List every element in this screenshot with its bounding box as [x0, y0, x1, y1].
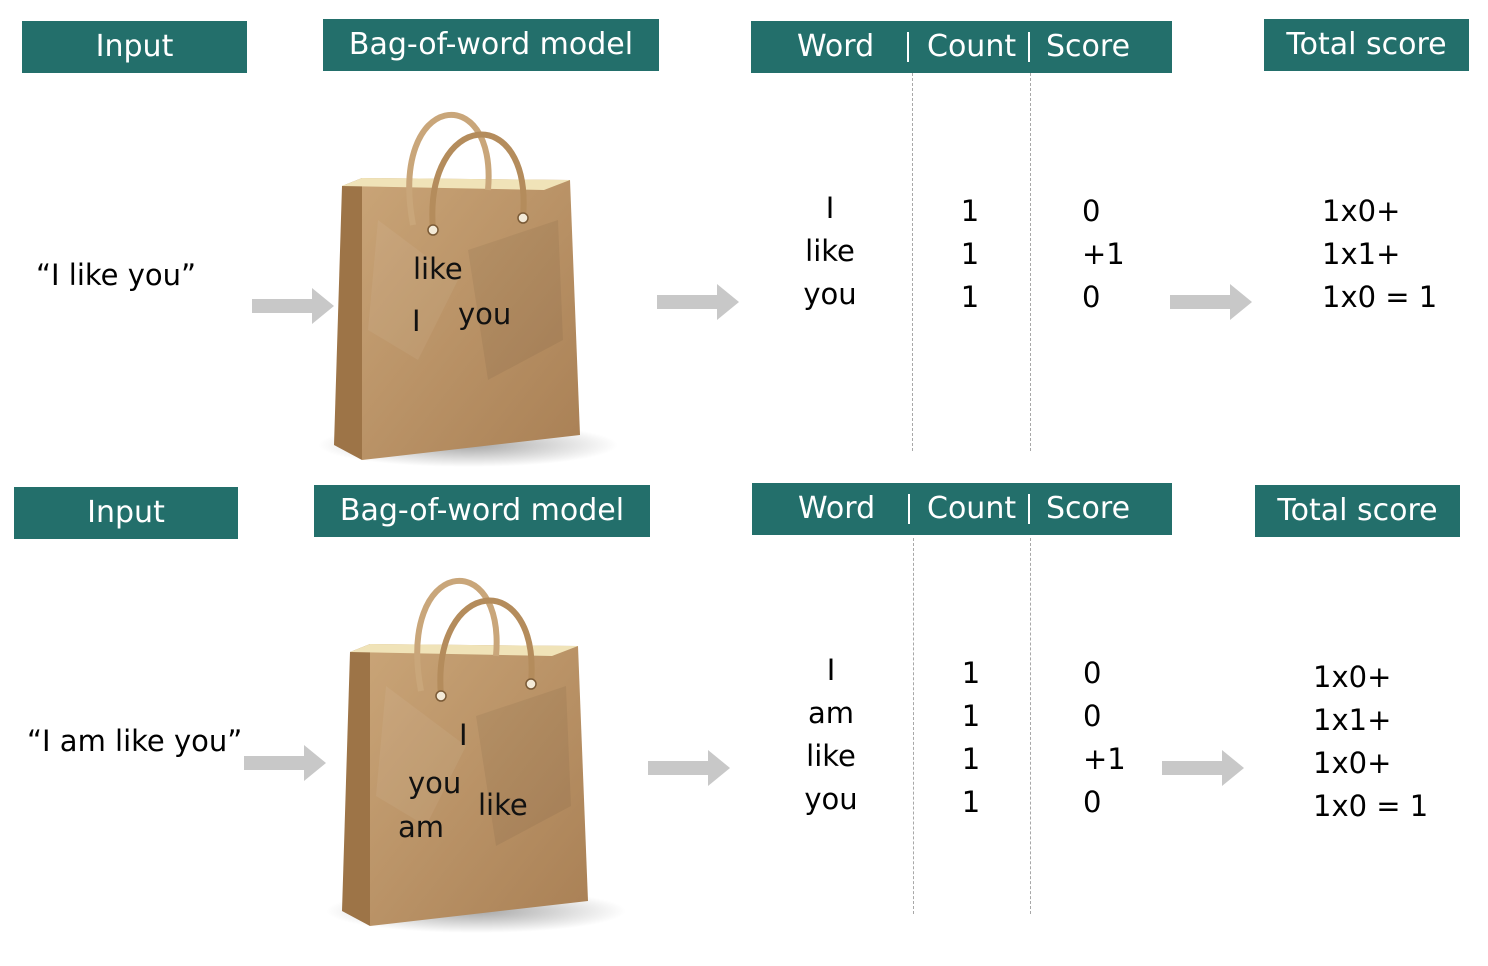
bag-word: I [412, 304, 421, 338]
input-sentence: “I like you” [36, 258, 197, 292]
word-cell: like [806, 739, 856, 773]
score-cell: +1 [1082, 237, 1125, 271]
word-column: I like you [785, 187, 875, 316]
table-header: Word Count Score [751, 21, 1172, 73]
word-column-header: Word [798, 491, 876, 526]
score-column-header: Score [1046, 491, 1131, 526]
arrow-right-icon [1162, 750, 1244, 786]
count-cell: 1 [960, 237, 980, 271]
count-cell: 1 [961, 785, 981, 819]
column-divider [1030, 73, 1031, 451]
column-divider [1030, 538, 1031, 914]
arrow-right-icon [657, 284, 739, 320]
count-cell: 1 [961, 699, 981, 733]
bag-word: like [413, 252, 463, 286]
total-score-line: 1x0+ [1313, 746, 1392, 780]
count-column: 1 1 1 [950, 190, 990, 319]
count-cell: 1 [960, 280, 980, 314]
total-score-header: Total score [1255, 485, 1460, 537]
bag-word: like [478, 788, 528, 822]
arrow-right-icon [252, 288, 334, 324]
score-column-header: Score [1046, 29, 1131, 64]
word-column: I am like you [786, 649, 876, 821]
total-score-calculation: 1x0+ 1x1+ 1x0+ 1x0 = 1 [1313, 656, 1473, 828]
model-header: Bag-of-word model [314, 485, 650, 537]
total-score-line: 1x0+ [1322, 194, 1401, 228]
model-header: Bag-of-word model [323, 19, 659, 71]
input-sentence: “I am like you” [27, 724, 243, 758]
score-cell: 0 [1083, 699, 1102, 733]
word-cell: you [804, 782, 858, 816]
total-score-line: 1x0 = 1 [1313, 789, 1429, 823]
arrow-right-icon [648, 750, 730, 786]
count-cell: 1 [961, 656, 981, 690]
word-cell: like [805, 234, 855, 268]
word-cell: am [807, 696, 855, 730]
count-cell: 1 [960, 194, 980, 228]
bag-word: I [459, 718, 468, 752]
word-cell: you [803, 277, 857, 311]
bag-word: am [398, 810, 445, 844]
total-score-line: 1x0+ [1313, 660, 1392, 694]
count-cell: 1 [961, 742, 981, 776]
total-score-calculation: 1x0+ 1x1+ 1x0 = 1 [1322, 190, 1482, 319]
score-cell: 0 [1083, 656, 1102, 690]
total-score-line: 1x0 = 1 [1322, 280, 1438, 314]
word-cell: I [826, 653, 836, 687]
word-column-header: Word [797, 29, 875, 64]
count-column: 1 1 1 1 [951, 652, 991, 824]
arrow-right-icon [1170, 284, 1252, 320]
input-header: Input [22, 21, 247, 73]
total-score-header: Total score [1264, 19, 1469, 71]
header-separator [1028, 494, 1030, 524]
count-column-header: Count [927, 491, 1017, 526]
column-divider [913, 538, 914, 914]
count-column-header: Count [927, 29, 1017, 64]
input-header: Input [14, 487, 238, 539]
score-cell: 0 [1082, 280, 1101, 314]
total-score-line: 1x1+ [1322, 237, 1401, 271]
bag-icon: like I you [318, 100, 618, 480]
header-separator [907, 32, 909, 62]
word-cell: I [825, 191, 835, 225]
bag-icon: I you like am [326, 566, 626, 946]
example-row-1: Input Bag-of-word model Word Count Score… [0, 0, 1488, 470]
header-separator [1028, 32, 1030, 62]
example-row-2: Input Bag-of-word model Word Count Score… [0, 466, 1488, 936]
score-column: 0 +1 0 [1082, 190, 1142, 319]
bag-word: you [408, 766, 462, 800]
score-cell: 0 [1083, 785, 1102, 819]
arrow-right-icon [244, 745, 326, 781]
score-cell: +1 [1083, 742, 1126, 776]
total-score-line: 1x1+ [1313, 703, 1392, 737]
table-header: Word Count Score [752, 483, 1172, 535]
score-cell: 0 [1082, 194, 1101, 228]
header-separator [908, 494, 910, 524]
score-column: 0 0 +1 0 [1083, 652, 1143, 824]
bag-word: you [458, 297, 512, 331]
column-divider [912, 73, 913, 451]
